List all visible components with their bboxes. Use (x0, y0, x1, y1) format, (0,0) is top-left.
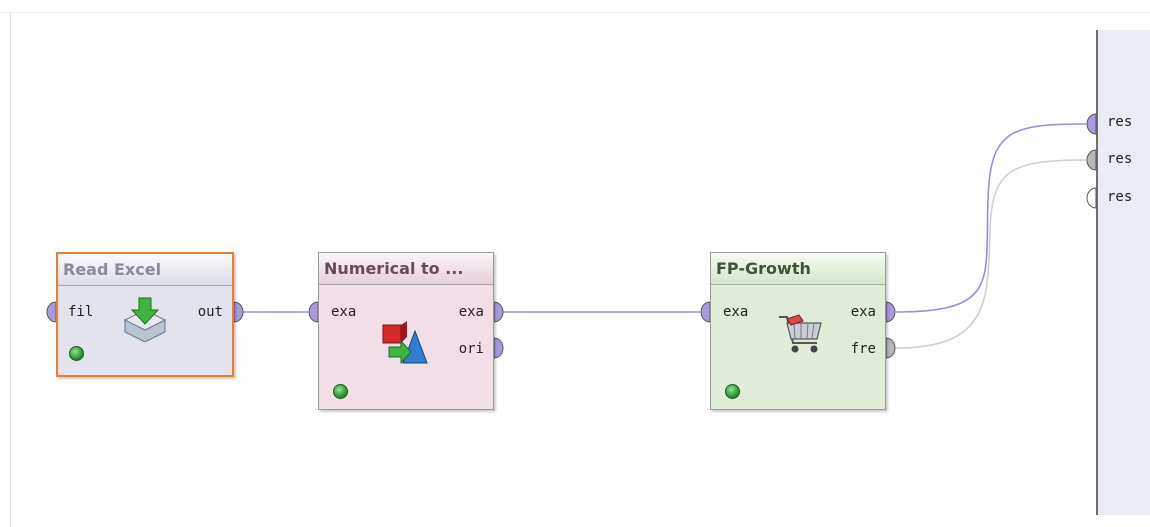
process-results-panel (1096, 30, 1150, 515)
operator-numerical-to[interactable]: Numerical to ... exa exa ori (318, 252, 494, 410)
port-fp-growth-out-fre[interactable] (885, 337, 896, 359)
port-numerical-out-ori[interactable] (493, 337, 504, 359)
port-label-exa-out: exa (458, 304, 484, 320)
operator-title: FP-Growth (711, 253, 885, 285)
shopping-cart-icon (779, 314, 822, 353)
port-label-fil: fil (68, 304, 94, 320)
status-indicator (725, 384, 740, 399)
connection-fp-growth-to-result-2[interactable] (895, 159, 1087, 349)
port-result-3[interactable] (1086, 187, 1097, 209)
operator-title: Numerical to ... (319, 253, 493, 285)
port-label-exa-out: exa (850, 304, 876, 320)
port-result-1[interactable] (1086, 113, 1097, 135)
port-fp-growth-in-exa[interactable] (700, 301, 711, 323)
port-read-excel-in-fil[interactable] (46, 301, 57, 323)
port-numerical-out-exa[interactable] (493, 301, 504, 323)
result-port-label-1: res (1107, 114, 1133, 130)
connection-fp-growth-to-result-1[interactable] (895, 123, 1087, 313)
status-indicator (333, 384, 348, 399)
port-label-ori: ori (458, 341, 484, 357)
port-result-2[interactable] (1086, 149, 1097, 171)
canvas-left-border (10, 12, 11, 527)
port-label-fre: fre (850, 341, 876, 357)
port-label-out: out (197, 304, 223, 320)
canvas-top-border (0, 12, 1150, 13)
port-numerical-in-exa[interactable] (308, 301, 319, 323)
result-port-label-3: res (1107, 189, 1133, 205)
status-indicator (69, 346, 84, 361)
port-read-excel-out[interactable] (233, 301, 244, 323)
port-fp-growth-out-exa[interactable] (885, 301, 896, 323)
result-port-label-2: res (1107, 151, 1133, 167)
port-label-exa-in: exa (331, 304, 357, 320)
port-label-exa-in: exa (723, 304, 749, 320)
operator-title: Read Excel (58, 254, 232, 286)
operator-fp-growth[interactable]: FP-Growth exa exa fre (710, 252, 886, 410)
type-conversion-icon (382, 321, 428, 365)
operator-read-excel[interactable]: Read Excel fil out (56, 252, 234, 377)
excel-import-icon (123, 297, 167, 342)
